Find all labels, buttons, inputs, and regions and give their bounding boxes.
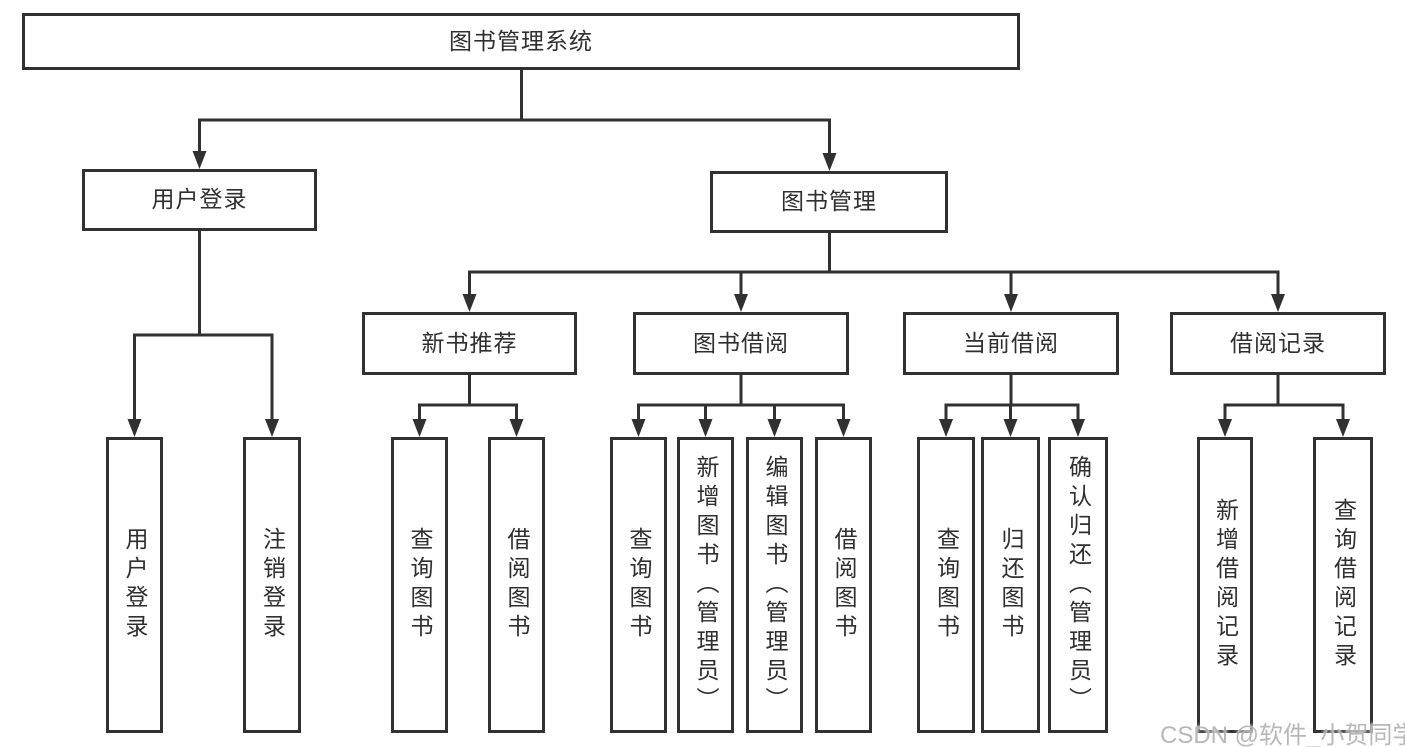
node-root-label: 图书管理系统 — [449, 27, 593, 54]
node-return-books: 归还图书 — [981, 437, 1040, 733]
node-query-books-recommend: 查询图书 — [391, 437, 448, 733]
csdn-watermark: CSDN @软件_小贺同学 — [1160, 722, 1405, 747]
node-user-login-label: 用户登录 — [151, 186, 248, 213]
node-query-books-recommend-label: 查询图书 — [407, 527, 433, 643]
node-confirm-return-admin: 确认归还（管理员） — [1048, 437, 1108, 733]
node-query-books-current: 查询图书 — [917, 437, 975, 733]
node-borrow-books-borrowing: 借阅图书 — [815, 437, 872, 733]
node-add-borrow-record: 新增借阅记录 — [1197, 437, 1253, 733]
node-root: 图书管理系统 — [22, 13, 1020, 70]
node-book-management: 图书管理 — [710, 171, 948, 233]
node-borrow-books-borrowing-label: 借阅图书 — [831, 527, 857, 643]
node-edit-books-admin-label: 编辑图书（管理员） — [762, 454, 788, 716]
node-current-borrowing: 当前借阅 — [903, 312, 1119, 375]
node-query-books-current-label: 查询图书 — [933, 527, 960, 643]
node-logout-leaf: 注销登录 — [243, 437, 301, 733]
node-book-borrowing-label: 图书借阅 — [693, 329, 789, 356]
node-add-books-admin: 新增图书（管理员） — [677, 437, 734, 733]
node-current-borrowing-label: 当前借阅 — [963, 329, 1059, 356]
node-user-login-leaf-label: 用户登录 — [122, 527, 148, 643]
node-new-book-recommend-label: 新书推荐 — [421, 329, 518, 356]
node-add-books-admin-label: 新增图书（管理员） — [693, 454, 719, 716]
node-query-books-borrowing-label: 查询图书 — [626, 527, 652, 643]
node-borrowing-records-label: 借阅记录 — [1230, 329, 1326, 356]
node-logout-leaf-label: 注销登录 — [259, 527, 286, 643]
node-return-books-label: 归还图书 — [998, 527, 1024, 643]
node-add-borrow-record-label: 新增借阅记录 — [1212, 498, 1239, 672]
node-user-login: 用户登录 — [82, 169, 317, 231]
node-new-book-recommend: 新书推荐 — [362, 312, 577, 375]
node-query-borrow-record: 查询借阅记录 — [1313, 437, 1373, 733]
node-borrow-books-recommend-label: 借阅图书 — [504, 527, 530, 643]
node-borrow-books-recommend: 借阅图书 — [488, 437, 545, 733]
node-edit-books-admin: 编辑图书（管理员） — [746, 437, 803, 733]
node-confirm-return-admin-label: 确认归还（管理员） — [1065, 454, 1092, 716]
node-query-borrow-record-label: 查询借阅记录 — [1330, 498, 1357, 672]
node-query-books-borrowing: 查询图书 — [610, 437, 667, 733]
node-user-login-leaf: 用户登录 — [106, 437, 163, 733]
node-book-management-label: 图书管理 — [781, 188, 877, 215]
node-book-borrowing: 图书借阅 — [633, 312, 849, 375]
node-borrowing-records: 借阅记录 — [1170, 312, 1386, 375]
